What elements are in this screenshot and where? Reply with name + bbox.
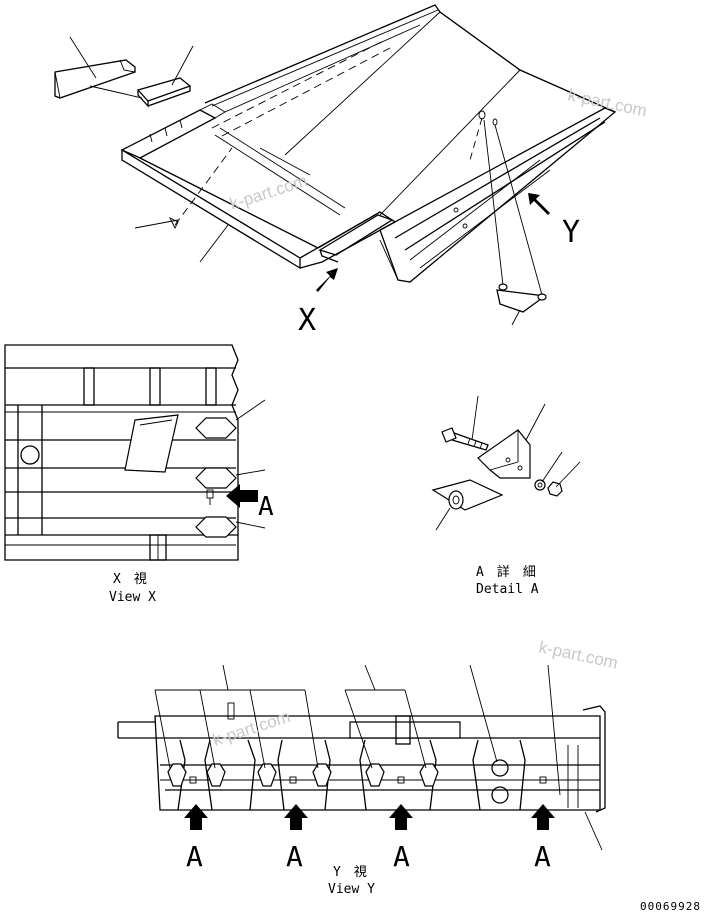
watermark-1: k-part.com bbox=[566, 85, 648, 120]
view-x-arrow-label: X bbox=[298, 303, 316, 338]
view-y-arrow-label-2: A bbox=[286, 840, 303, 873]
view-x-title-jp: X 視 bbox=[113, 572, 147, 587]
detail-a-title-en: Detail A bbox=[476, 582, 539, 597]
view-x-title-en: View X bbox=[109, 590, 156, 605]
detail-a-title-jp: A 詳 細 bbox=[476, 564, 536, 580]
view-y: A A A A Y 視 View Y bbox=[117, 664, 606, 897]
detail-a: A 詳 細 Detail A bbox=[431, 395, 581, 597]
drawing-number: 00069928 bbox=[640, 900, 701, 913]
watermark-3: k-part.com bbox=[537, 637, 619, 672]
view-y-arrow-label: Y bbox=[562, 215, 580, 250]
view-y-title-en: View Y bbox=[328, 882, 375, 897]
view-x-detail-arrow-label: A bbox=[258, 492, 274, 522]
view-y-arrow-label-3: A bbox=[393, 840, 410, 873]
view-y-title-jp: Y 視 bbox=[333, 865, 367, 880]
view-y-arrow-label-4: A bbox=[534, 840, 551, 873]
watermark-4: k-part.com bbox=[210, 707, 292, 750]
view-y-arrow-label-1: A bbox=[186, 840, 203, 873]
main-isometric-view: X Y bbox=[54, 4, 617, 338]
watermarks: k-part.com k-part.com k-part.com k-part.… bbox=[210, 85, 648, 749]
watermark-2: k-part.com bbox=[227, 171, 309, 214]
view-x: A X 視 View X bbox=[4, 344, 274, 605]
